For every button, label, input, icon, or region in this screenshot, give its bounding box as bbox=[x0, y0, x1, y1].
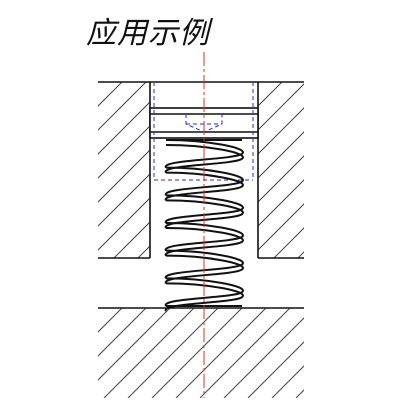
hatch-line bbox=[98, 82, 99, 83]
hatch-line bbox=[258, 83, 304, 131]
hatch-line bbox=[320, 308, 400, 398]
hatch-line bbox=[394, 82, 400, 258]
hatch-line bbox=[98, 308, 171, 381]
upper-block-right-hatching bbox=[258, 82, 400, 258]
spring-coil bbox=[164, 166, 244, 197]
hatch-line bbox=[258, 155, 304, 203]
hatch-line bbox=[273, 227, 304, 258]
compression-spring bbox=[164, 139, 244, 312]
diagram-title: 应用示例 bbox=[86, 16, 210, 51]
hatch-line bbox=[127, 308, 219, 398]
hatch-line bbox=[103, 308, 195, 398]
hatch-line bbox=[98, 82, 123, 107]
hatch-line bbox=[98, 197, 150, 251]
hatch-line bbox=[98, 308, 147, 357]
hatch-line bbox=[98, 125, 150, 179]
hatch-line bbox=[258, 107, 304, 155]
spring-coil bbox=[164, 194, 244, 224]
hatch-line bbox=[306, 82, 400, 258]
hatch-line bbox=[151, 308, 243, 398]
base-plate-hatching bbox=[98, 308, 400, 398]
hatch-line bbox=[98, 149, 150, 203]
spring-coil bbox=[164, 277, 244, 307]
spring-coil bbox=[164, 139, 244, 169]
hatch-line bbox=[346, 82, 400, 258]
hatch-line bbox=[98, 82, 147, 131]
hatch-line bbox=[199, 308, 291, 398]
hatch-line bbox=[223, 317, 304, 398]
hatch-line bbox=[392, 308, 400, 398]
hatch-line bbox=[113, 221, 150, 258]
hatch-line bbox=[368, 308, 400, 398]
hatch-line bbox=[344, 308, 400, 398]
hatch-line bbox=[258, 131, 304, 179]
hatch-line bbox=[247, 341, 304, 398]
hatch-line bbox=[297, 251, 304, 258]
hatch-line bbox=[258, 203, 304, 251]
hatch-line bbox=[234, 82, 400, 258]
hatch-line bbox=[295, 389, 304, 398]
hatch-line bbox=[370, 82, 400, 258]
hatch-line bbox=[98, 308, 123, 333]
spring-coil bbox=[164, 222, 244, 252]
hatch-line bbox=[175, 308, 267, 398]
spring-coil bbox=[164, 249, 244, 280]
hatch-line bbox=[98, 101, 150, 155]
hatch-line bbox=[98, 308, 99, 309]
upper-block-left-hatching bbox=[98, 82, 400, 258]
hatch-line bbox=[271, 365, 304, 398]
hatch-line bbox=[322, 82, 400, 258]
